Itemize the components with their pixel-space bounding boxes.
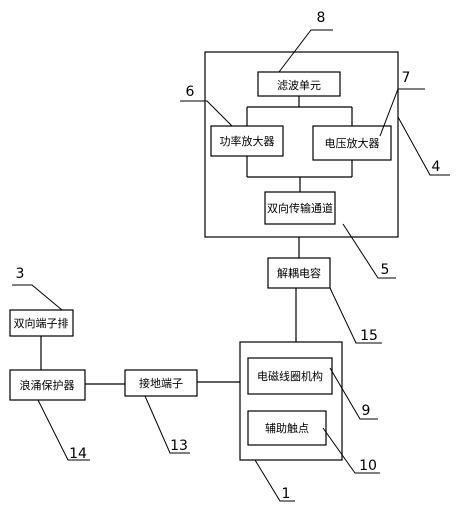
leader-10 xyxy=(322,427,380,474)
numeral-15: 15 xyxy=(360,328,378,344)
numeral-5: 5 xyxy=(381,262,390,278)
leader-13 xyxy=(144,395,190,454)
numeral-8: 8 xyxy=(317,10,326,26)
decoupling-capacitor-box xyxy=(267,257,331,289)
auxiliary-contact-box xyxy=(247,410,327,446)
leader-8 xyxy=(278,29,333,73)
leader-5 xyxy=(342,223,396,279)
terminal-strip-label: 双向端子排 xyxy=(14,316,69,330)
connections xyxy=(40,96,353,385)
numeral-14: 14 xyxy=(69,446,87,462)
ground-terminal-label: 接地端子 xyxy=(139,377,183,390)
leader-6 xyxy=(180,100,233,127)
reference-leaders: 8 6 7 4 5 15 3 9 10 1 13 14 xyxy=(12,10,450,502)
numeral-10: 10 xyxy=(359,458,377,474)
auxiliary-contact-label: 辅助触点 xyxy=(265,421,309,435)
amplifiers-to-channel-wire xyxy=(246,156,353,192)
numeral-1: 1 xyxy=(282,486,291,502)
surge-protector-box xyxy=(9,369,86,401)
ground-terminal-box xyxy=(124,369,198,397)
leader-4 xyxy=(397,116,450,176)
decoupling-capacitor-label: 解耦电容 xyxy=(277,266,321,280)
filter-unit-box xyxy=(257,71,341,97)
bidirectional-channel-label: 双向传输通道 xyxy=(267,201,333,215)
numeral-9: 9 xyxy=(362,403,371,419)
leader-1 xyxy=(254,459,295,502)
filter-unit-label: 滤波单元 xyxy=(277,79,321,92)
numeral-6: 6 xyxy=(186,84,195,100)
voltage-amplifier-box xyxy=(312,125,392,161)
filter-to-amplifiers-wire xyxy=(246,96,353,126)
coil-mechanism-box xyxy=(247,357,333,395)
surge-protector-label: 浪涌保护器 xyxy=(20,378,75,392)
leader-9 xyxy=(329,367,378,420)
numeral-4: 4 xyxy=(432,159,441,175)
bidirectional-channel-box xyxy=(264,191,336,225)
numeral-7: 7 xyxy=(402,70,411,86)
leader-7 xyxy=(379,88,425,137)
voltage-amplifier-label: 电压放大器 xyxy=(325,136,380,150)
power-amplifier-label: 功率放大器 xyxy=(220,134,275,148)
leader-15 xyxy=(329,287,382,344)
numeral-3: 3 xyxy=(16,266,25,282)
coil-mechanism-label: 电磁线圈机构 xyxy=(257,369,323,383)
leader-14 xyxy=(37,399,90,461)
numeral-13: 13 xyxy=(170,438,188,454)
leader-3 xyxy=(12,284,63,311)
